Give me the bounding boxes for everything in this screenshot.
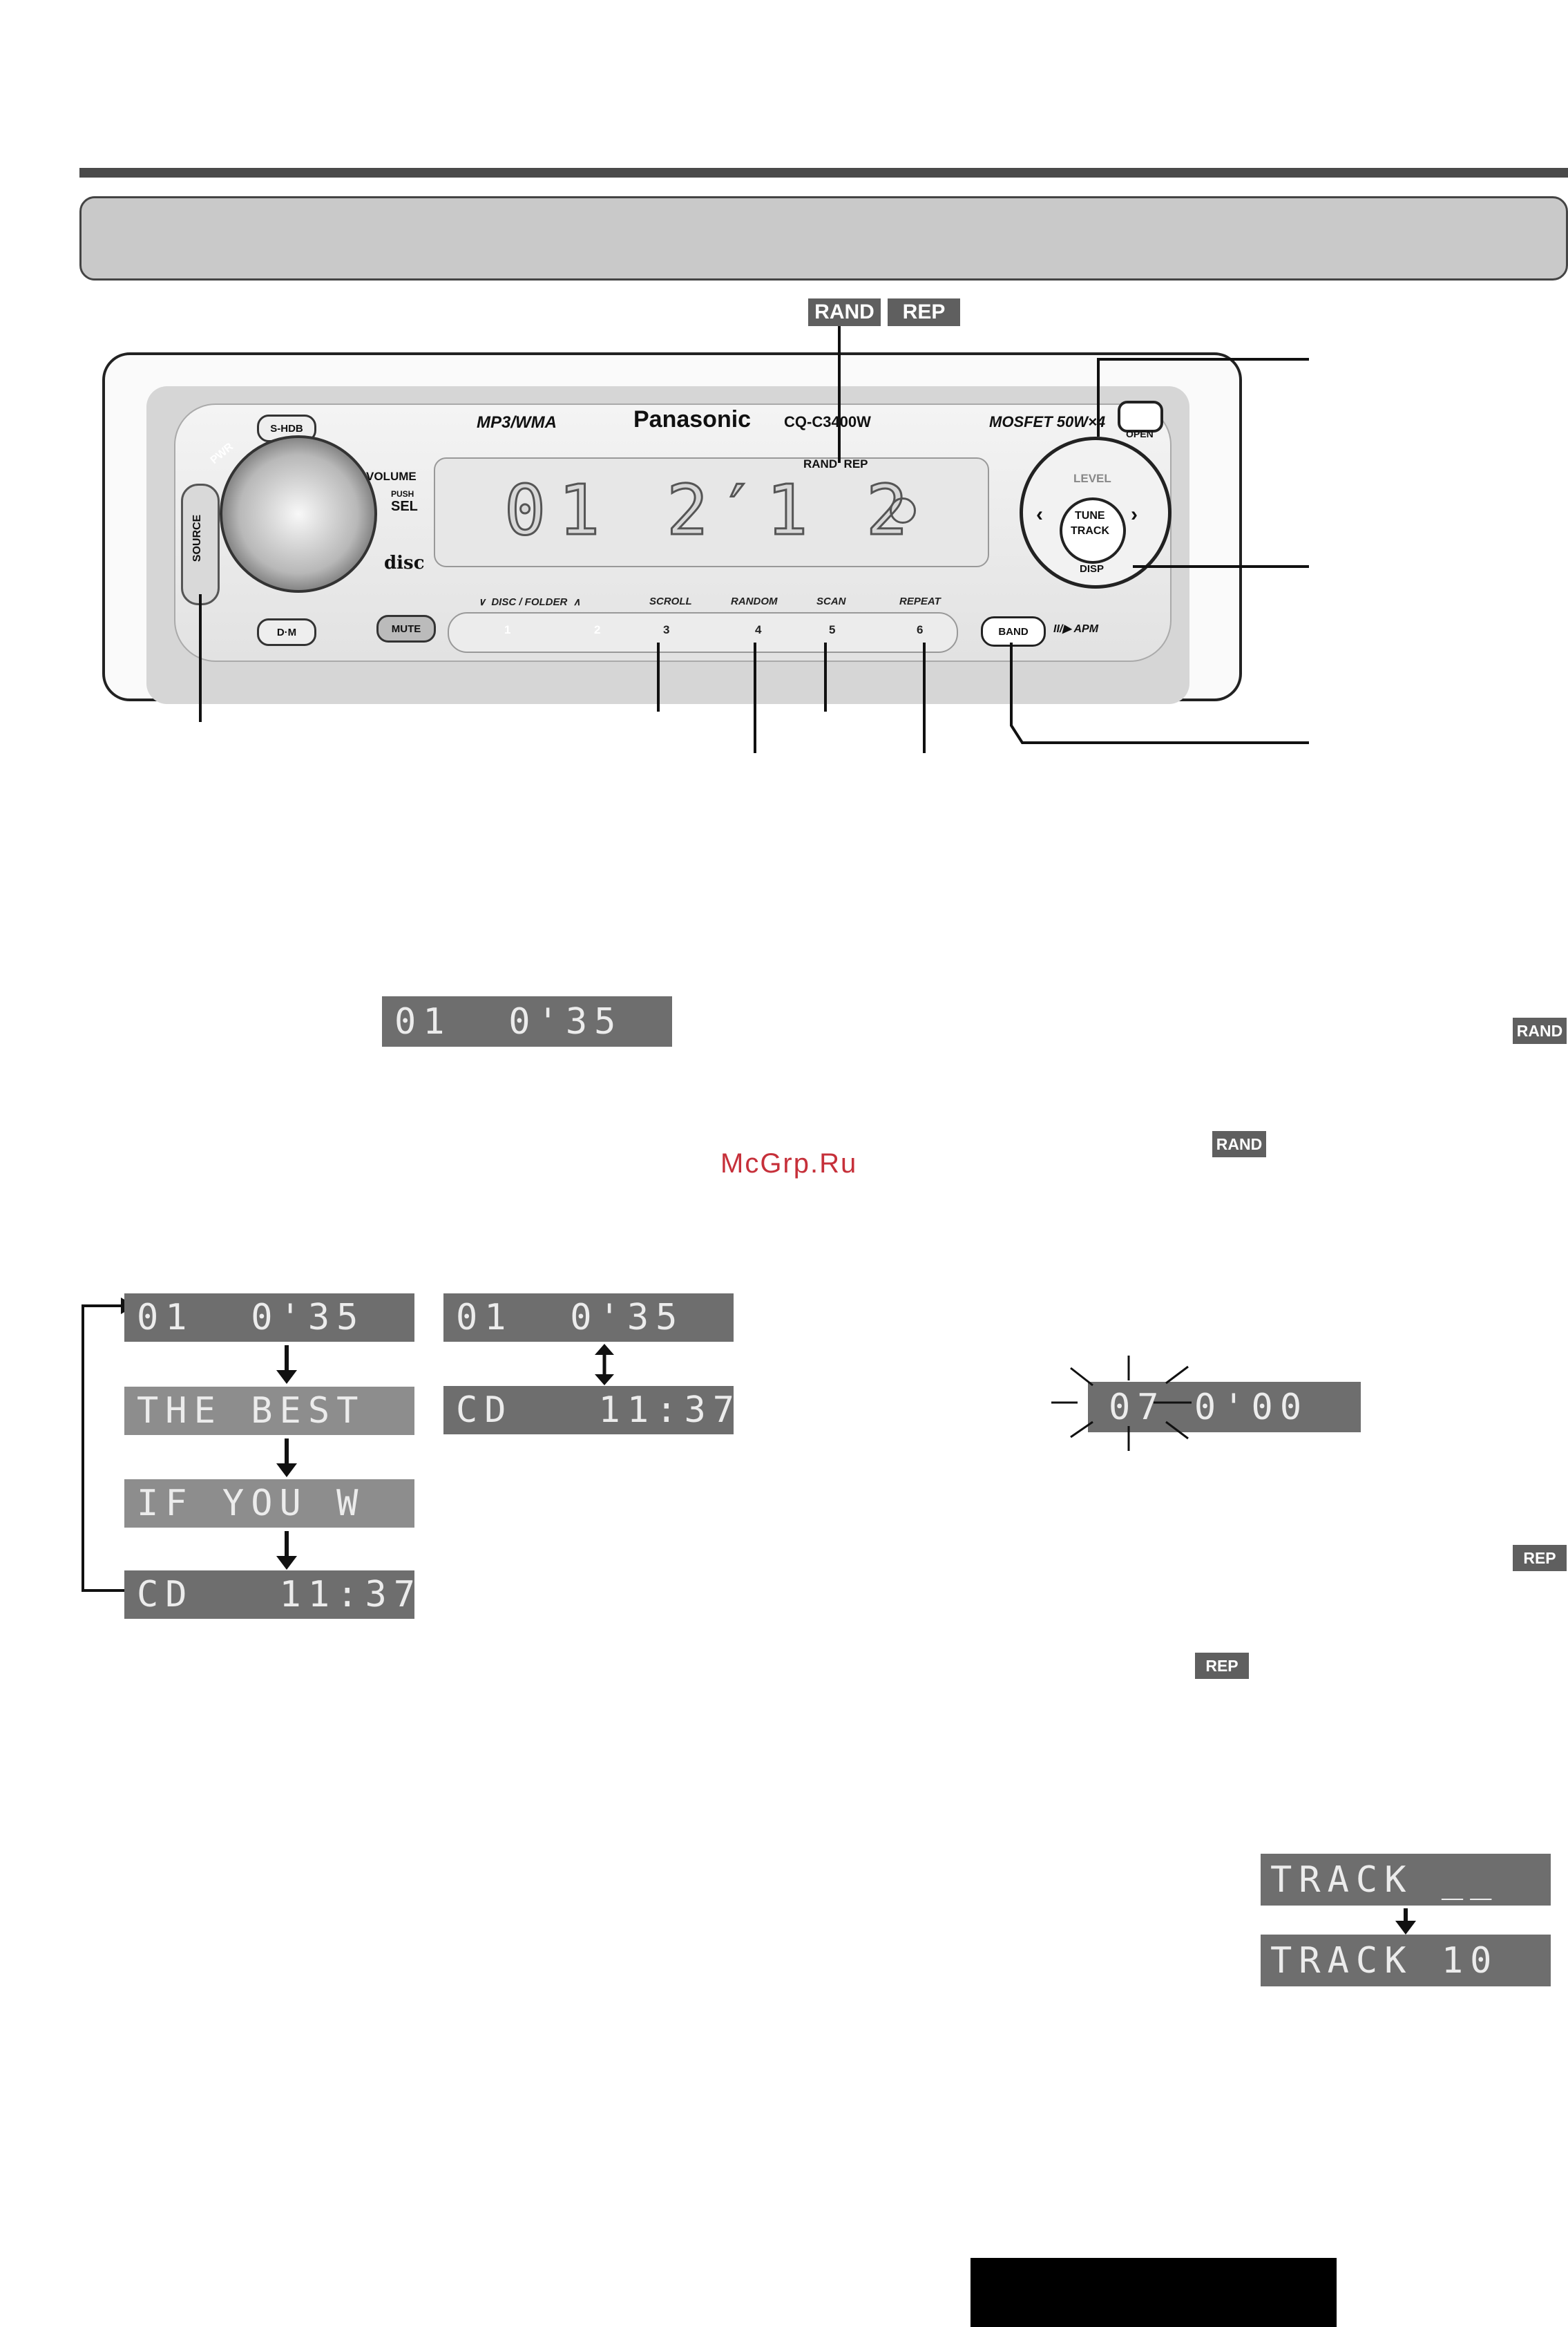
rep-tag-small: REP xyxy=(1195,1653,1249,1679)
push-label: PUSH xyxy=(391,489,414,499)
mute-label: MUTE xyxy=(391,623,421,635)
rand-tag-large: RAND xyxy=(1513,1018,1567,1044)
rand-tag-small: RAND xyxy=(1212,1131,1266,1157)
lcd-flow-left-4: CD 11:37 xyxy=(124,1570,414,1619)
mosfet-label: MOSFET 50W×4 xyxy=(989,413,1106,430)
prev-track-icon[interactable]: ‹ xyxy=(1036,503,1043,526)
disp-label: DISP xyxy=(1080,563,1105,575)
rand-callout-tag: RAND xyxy=(808,298,881,326)
lcd-flow-left-3: IF YOU W xyxy=(124,1479,414,1528)
band-label: BAND xyxy=(998,625,1029,638)
lcd-flow-right-1: 01 0'35 xyxy=(443,1293,734,1342)
track-entry-arrow xyxy=(1395,1908,1416,1935)
rep-tag-large: REP xyxy=(1513,1545,1567,1571)
model-label: CQ-C3400W xyxy=(784,413,871,430)
disc-icon xyxy=(890,497,916,524)
play-pause-apm-label: II/▶ APM xyxy=(1053,623,1099,635)
format-logo: MP3/WMA xyxy=(477,413,557,432)
scan-label: SCAN xyxy=(816,596,846,607)
preset-button-4[interactable]: 4 xyxy=(755,623,762,636)
random-label: RANDOM xyxy=(731,596,778,607)
lcd-track-entry-1: TRACK __ xyxy=(1261,1854,1551,1906)
toggle-arrow xyxy=(595,1344,614,1385)
rep-callout-tag: REP xyxy=(888,298,960,326)
open-label: OPEN xyxy=(1126,428,1154,439)
tune-label: TUNE xyxy=(1075,510,1105,522)
level-label: LEVEL xyxy=(1073,472,1111,485)
lcd-random-blink: 07 0'00 xyxy=(1088,1382,1361,1432)
band-button[interactable]: BAND xyxy=(981,616,1046,647)
preset-button-bar xyxy=(448,612,958,653)
display-indicators: RAND REP xyxy=(803,457,868,471)
preset-button-6[interactable]: 6 xyxy=(917,623,924,636)
preset-button-3[interactable]: 3 xyxy=(663,623,670,636)
level-leader xyxy=(1097,358,1309,437)
footer-page-block xyxy=(971,2258,1337,2327)
volume-label: VOLUME xyxy=(366,470,417,483)
open-button[interactable] xyxy=(1118,401,1163,433)
band-leader xyxy=(1010,643,1309,744)
compact-disc-logo: disc xyxy=(384,553,425,573)
next-track-icon[interactable]: › xyxy=(1131,503,1138,526)
lcd-track-entry-2: TRACK 10 xyxy=(1261,1935,1551,1986)
lcd-flow-left-1: 01 0'35 xyxy=(124,1293,414,1342)
mute-button[interactable]: MUTE xyxy=(376,615,436,643)
brand-logo: Panasonic xyxy=(633,406,752,433)
disc-folder-label: ∨ DISC / FOLDER ∧ xyxy=(478,596,581,608)
repeat-label: REPEAT xyxy=(899,596,941,607)
track-label: TRACK xyxy=(1071,525,1109,537)
sel-label: SEL xyxy=(391,499,418,514)
watermark: McGrp.Ru xyxy=(720,1148,858,1179)
tune-track-button[interactable] xyxy=(1060,497,1126,564)
volume-knob[interactable] xyxy=(220,435,377,593)
flow-down-arrow-3 xyxy=(276,1531,297,1570)
preset-button-1[interactable]: 1 xyxy=(504,623,511,636)
section-header-box xyxy=(79,196,1568,281)
lcd-time-display: 01 0'35 xyxy=(382,996,672,1047)
preset-button-2[interactable]: 2 xyxy=(594,623,601,636)
flow-down-arrow-1 xyxy=(276,1345,297,1384)
dm-button[interactable]: D·M xyxy=(257,618,316,646)
display-right-digits: 2′1 2 xyxy=(665,469,917,552)
blink-rays xyxy=(1051,1356,1192,1451)
lcd-flow-left-2: THE BEST xyxy=(124,1387,414,1435)
lcd-flow-right-2: CD 11:37 xyxy=(443,1386,734,1434)
scroll-label: SCROLL xyxy=(649,596,692,607)
preset-button-5[interactable]: 5 xyxy=(829,623,836,636)
dm-label: D·M xyxy=(276,626,297,638)
shdb-label: S-HDB xyxy=(270,422,303,435)
flow-down-arrow-2 xyxy=(276,1438,297,1477)
display-left-digits: 01 xyxy=(503,469,613,552)
leader-lines xyxy=(199,326,1309,753)
top-rule xyxy=(79,168,1568,178)
